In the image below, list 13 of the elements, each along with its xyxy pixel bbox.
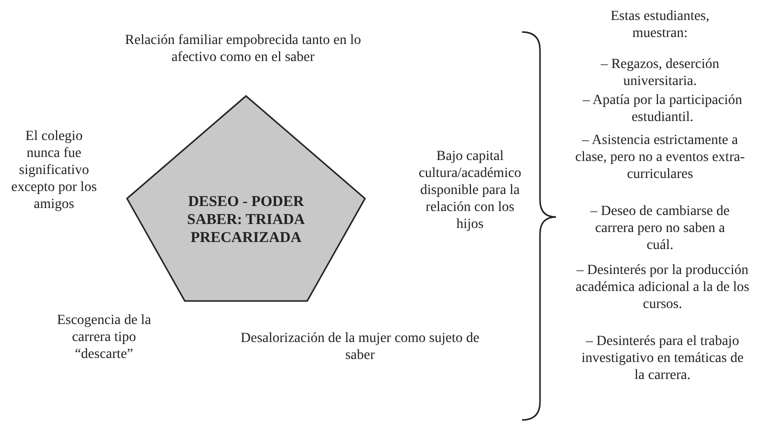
annotation-text: Desalorización de la mujer como sujeto de saber	[240, 330, 480, 364]
node-label: DESEO - PODER SABER: TRIADA PRECARIZADA	[186, 193, 306, 247]
list-text: Estas estudiantes, muestran:	[610, 8, 710, 42]
annotation-text: Bajo capital cultura/académico disponible para la relación con los hijos	[418, 148, 522, 233]
annotation-text: El colegio nunca fue significativo excepto por los amigos	[10, 128, 98, 213]
annotation-text: Relación familiar empobrecida tanto en lo afectivo como en el saber	[124, 32, 362, 66]
list-text: – Desinterés para el trabajo investigativo en temáticas de la carrera.	[580, 333, 745, 384]
list-text: – Desinterés por la producción académica adicional a la de los cursos.	[575, 262, 750, 313]
list-text: – Asistencia estrictamente a clase, pero no a eventos extra-curriculares	[575, 132, 745, 183]
list-text: – Apatía por la participación estudiantil.	[582, 92, 744, 126]
list-text: – Deseo de cambiarse de carrera pero no saben a cuál.	[589, 203, 731, 254]
annotation-text: Escogencia de la carrera tipo “descarte”	[56, 312, 152, 363]
list-text: – Regazos, deserción universitaria.	[600, 56, 720, 90]
